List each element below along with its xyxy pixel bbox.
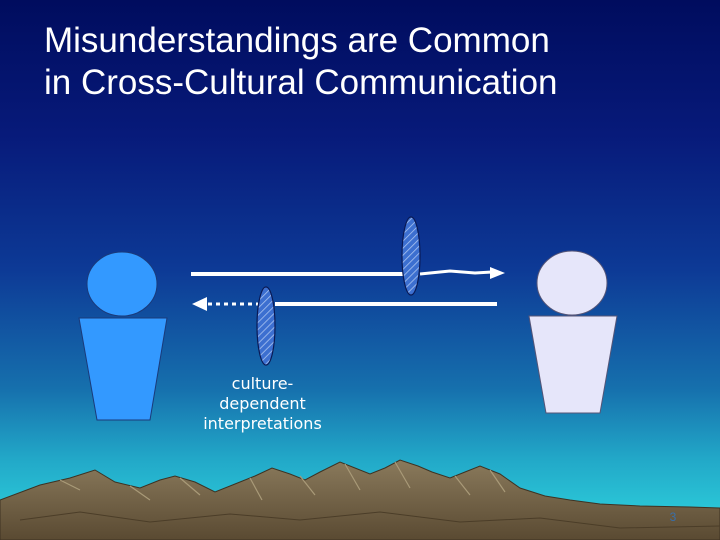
caption-line-3: interpretations	[203, 414, 322, 433]
filter-caption: culture- dependent interpretations	[190, 374, 335, 434]
cultural-filter-upper	[401, 216, 421, 296]
person-left-body	[78, 317, 168, 421]
person-right-body	[528, 315, 618, 414]
person-left-head	[86, 251, 158, 317]
caption-line-1: culture-	[231, 374, 294, 393]
slide-title: Misunderstandings are Common in Cross-Cu…	[44, 20, 694, 104]
cultural-filter-lower	[256, 286, 276, 366]
title-line-1: Misunderstandings are Common	[44, 21, 550, 60]
message-arrow-outgoing	[191, 267, 505, 279]
person-right	[528, 250, 618, 414]
title-line-2: in Cross-Cultural Communication	[44, 63, 558, 102]
caption-line-2: dependent	[219, 394, 306, 413]
message-arrow-return	[192, 297, 497, 311]
person-right-head	[536, 250, 608, 316]
page-number: 3	[669, 510, 677, 524]
mountain-range	[0, 459, 720, 540]
person-left	[78, 251, 168, 421]
